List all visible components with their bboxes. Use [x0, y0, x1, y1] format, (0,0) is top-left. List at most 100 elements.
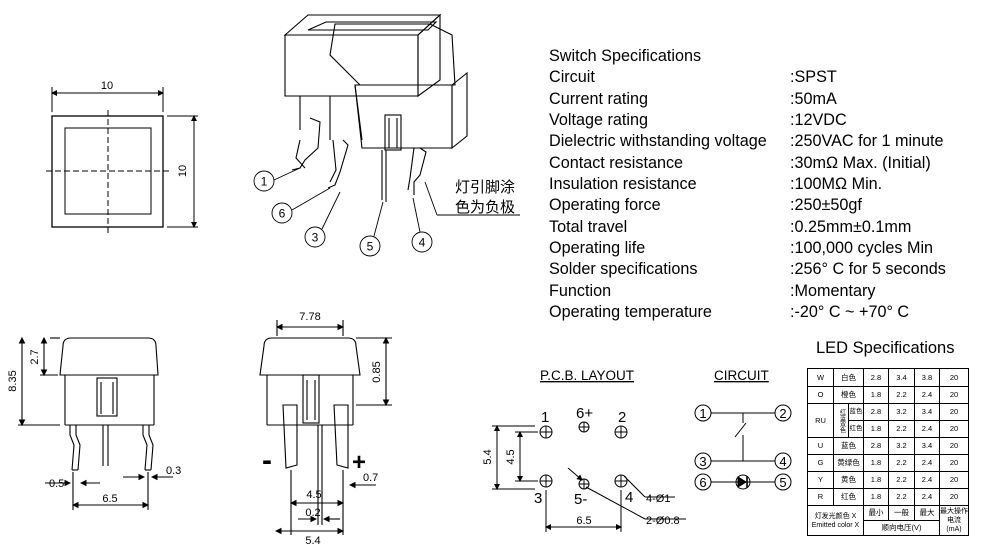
led-row-o: O 橙色 1.8 2.2 2.4 20 — [807, 386, 969, 404]
dim-front-cap: 2.7 — [29, 349, 41, 364]
spec-value: :100,000 cycles Min — [790, 239, 934, 258]
led-color: 橙色 — [833, 386, 864, 404]
led-spec-table: W 白色 2.8 3.4 3.8 20 O 橙色 1.8 2.2 2.4 20 … — [807, 368, 969, 536]
led-max: 2.4 — [914, 471, 940, 489]
spec-key: Current rating — [549, 89, 648, 108]
spec-value: :SPST — [790, 68, 837, 87]
led-row-w: W 白色 2.8 3.4 3.8 20 — [807, 368, 969, 387]
spec-row-current: Current rating:50mA — [549, 89, 837, 110]
circuit-node-2: 2 — [779, 406, 786, 421]
led-typ: 2.2 — [888, 454, 915, 472]
dim-pin-width: 0.3 — [166, 465, 181, 477]
led-current: 20 — [939, 471, 969, 489]
led-min: 2.8 — [863, 403, 889, 421]
led-min: 1.8 — [863, 420, 889, 438]
led-row-u: U 蓝色 2.8 3.2 3.4 20 — [807, 437, 969, 455]
led-footer-max: 最大 — [914, 505, 940, 521]
dim-side-54: 5.4 — [305, 535, 320, 547]
pcb-dim-45: 4.5 — [505, 449, 517, 464]
spec-value: :256° C for 5 seconds — [790, 260, 946, 279]
led-footer-bottom: 顺向电压(V) — [808, 520, 969, 536]
led-code: RU — [807, 403, 834, 438]
led-min: 1.8 — [863, 454, 889, 472]
led-row-y: Y 黄色 1.8 2.2 2.4 20 — [807, 471, 969, 489]
pcb-label-2: 2 — [618, 409, 626, 426]
spec-row-contact-resistance: Contact resistance :30mΩ Max. (Initial) — [549, 153, 931, 174]
spec-value: :-20° C ~ +70° C — [790, 303, 910, 322]
dim-front-height: 8.35 — [7, 370, 19, 391]
dim-side-07: 0.7 — [363, 472, 378, 484]
circuit-title: CIRCUIT — [714, 368, 769, 383]
led-typ: 3.2 — [888, 437, 915, 455]
pcb-label-1: 1 — [541, 409, 549, 426]
spec-value: :100MΩ Min. — [790, 175, 883, 194]
led-current: 20 — [939, 420, 969, 438]
led-color: 白色 — [833, 368, 864, 387]
pcb-hole-b: 2-Ø0.8 — [646, 515, 680, 527]
iso-pin-6: 6 — [279, 207, 286, 221]
led-current: 20 — [939, 403, 969, 421]
led-max: 3.4 — [914, 403, 940, 421]
spec-value: :Momentary — [790, 281, 876, 300]
pcb-hole-a: 4-Ø1 — [646, 493, 670, 505]
spec-value: :0.25mm±0.1mm — [790, 217, 912, 236]
led-current: 20 — [939, 368, 969, 387]
pcb-layout — [492, 421, 686, 532]
spec-row-circuit: Circuit:SPST — [549, 67, 837, 88]
spec-key: Total travel — [549, 217, 628, 236]
spec-key: Operating life — [549, 239, 646, 258]
led-code: R — [807, 488, 834, 506]
led-min: 1.8 — [863, 471, 889, 489]
circuit-diagram — [694, 404, 792, 491]
led-footer-max-current: 最大操作电流(mA) — [939, 505, 969, 536]
iso-note-line2: 色为负极 — [455, 199, 515, 216]
pcb-label-3: 3 — [534, 490, 542, 507]
led-row-ru-red: 红色 1.8 2.2 2.4 20 — [808, 420, 969, 438]
spec-key: Insulation resistance — [549, 175, 697, 194]
spec-row-voltage: Voltage rating:12VDC — [549, 110, 847, 131]
dim-top-width: 10 — [101, 80, 113, 92]
led-min: 2.8 — [863, 368, 889, 387]
spec-row-insulation: Insulation resistance :100MΩ Min. — [549, 174, 882, 195]
iso-pin-3: 3 — [312, 231, 319, 245]
led-row-ru-blue: RU 红蓝双色 蓝色 2.8 3.2 3.4 20 — [807, 403, 969, 438]
led-typ: 2.2 — [888, 386, 915, 404]
iso-pin-5: 5 — [367, 240, 374, 254]
circuit-node-4: 4 — [779, 454, 786, 469]
spec-value: :30mΩ Max. (Initial) — [790, 153, 931, 172]
led-row-r: R 红色 1.8 2.2 2.4 20 — [807, 488, 969, 506]
spec-key: Operating temperature — [549, 303, 712, 322]
dim-side-height: 0.85 — [371, 361, 383, 382]
led-color: 黄绿色 — [833, 454, 864, 472]
led-min: 1.8 — [863, 386, 889, 404]
spec-row-function: Function:Momentary — [549, 281, 875, 302]
led-footer-typ: 一般 — [888, 505, 915, 521]
led-code: G — [807, 454, 834, 472]
circuit-node-1: 1 — [699, 406, 706, 421]
led-color: 黄色 — [833, 471, 864, 489]
led-max: 2.4 — [914, 420, 940, 438]
spec-row-force: Operating force:250±50gf — [549, 195, 862, 216]
led-min: 2.8 — [863, 437, 889, 455]
led-typ: 2.2 — [888, 420, 915, 438]
led-typ: 3.4 — [888, 368, 915, 387]
spec-row-travel: Total travel :0.25mm±0.1mm — [549, 217, 911, 238]
circuit-node-3: 3 — [699, 454, 706, 469]
led-color: 红色 — [848, 420, 864, 438]
led-ru-side: 红蓝双色 — [833, 403, 849, 438]
iso-pin-4: 4 — [419, 236, 426, 250]
led-code: U — [807, 437, 834, 455]
led-code: O — [807, 386, 834, 404]
led-current: 20 — [939, 488, 969, 506]
spec-value: :12VDC — [790, 111, 847, 130]
led-color: 红色 — [833, 488, 864, 506]
spec-key: Contact resistance — [549, 153, 684, 172]
spec-value: :250±50gf — [790, 196, 862, 215]
led-current: 20 — [939, 454, 969, 472]
led-max: 2.4 — [914, 386, 940, 404]
led-max: 3.4 — [914, 437, 940, 455]
led-footer-min: 最小 — [863, 505, 889, 521]
